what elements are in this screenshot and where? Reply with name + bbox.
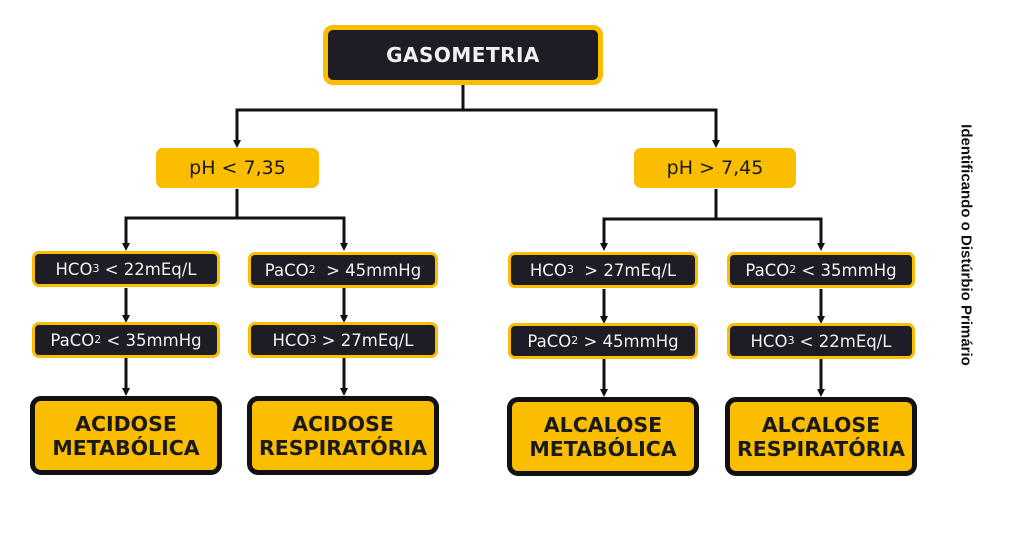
condition-text: HCO — [750, 331, 788, 351]
result-line: METABÓLICA — [52, 435, 200, 460]
result-line: ALCALOSE — [543, 412, 663, 437]
condition-text: > 27mEq/L — [573, 260, 677, 280]
condition-text: PaCO — [50, 330, 95, 350]
side-label: Identificando o Distúrbio Primário — [957, 124, 975, 366]
connector-ph-high — [600, 189, 718, 251]
condition-text: > 27mEq/L — [316, 330, 414, 350]
gasometria-root-node: GASOMETRIA — [323, 25, 603, 85]
condition-text: HCO — [272, 330, 310, 350]
result-line: ALCALOSE — [761, 412, 881, 437]
connector-ph-low — [237, 216, 348, 251]
condition-text: PaCO — [527, 331, 572, 351]
connector-root — [463, 108, 720, 148]
connector-ph-high — [716, 217, 825, 251]
result-line: ACIDOSE — [292, 411, 394, 436]
condition-text: PaCO — [745, 260, 790, 280]
condition-text: < 35mmHg — [796, 260, 897, 280]
result-line: ACIDOSE — [75, 411, 177, 436]
condition-text: < 22mEq/L — [99, 259, 197, 279]
condition-text: < 22mEq/L — [794, 331, 892, 351]
condition-text: > 45mmHg — [578, 331, 679, 351]
ph-high-node: pH > 7,45 — [634, 148, 796, 188]
result-line: RESPIRATÓRIA — [259, 435, 427, 460]
condition-text: HCO — [529, 260, 567, 280]
condition-text: PaCO — [264, 260, 309, 280]
connector-ph-low — [122, 189, 239, 251]
result-line: RESPIRATÓRIA — [737, 436, 905, 461]
condition-text: < 35mmHg — [101, 330, 202, 350]
ph-low-node: pH < 7,35 — [156, 148, 319, 188]
condition-text: > 45mmHg — [315, 260, 422, 280]
result-line: METABÓLICA — [529, 436, 677, 461]
condition-text: HCO — [55, 259, 93, 279]
connector-root — [233, 85, 465, 148]
